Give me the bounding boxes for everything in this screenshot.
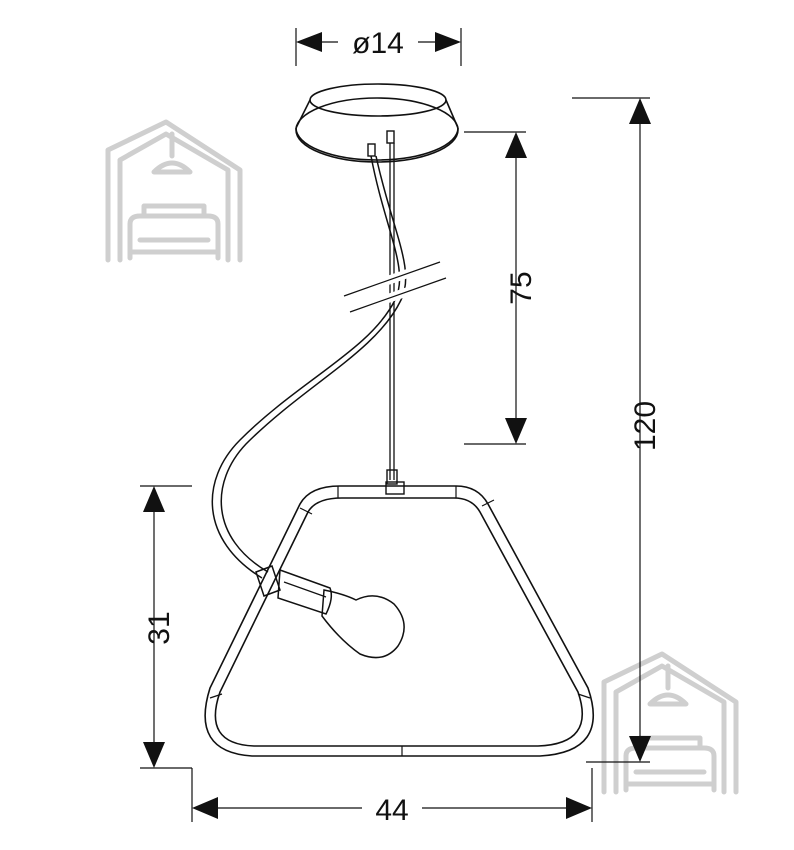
lamp-socket [255, 565, 333, 615]
trapezoid-shade-frame [204, 481, 594, 757]
canopy-diameter-dimension: ø14 [295, 27, 462, 66]
ceiling-canopy [295, 83, 459, 163]
house-lamp-sofa-icon [108, 122, 240, 260]
cable-length-label: 75 [505, 271, 538, 304]
total-height-label: 120 [629, 401, 662, 451]
canopy-diameter-label: ø14 [352, 27, 404, 60]
shade-height-dimension: 31 [140, 485, 192, 769]
shade-width-dimension: 44 [191, 768, 593, 827]
light-bulb [321, 589, 405, 659]
shade-width-label: 44 [375, 794, 408, 827]
total-height-dimension: 120 [572, 97, 662, 763]
suspension-cables [211, 143, 448, 579]
cable-length-dimension: 75 [464, 131, 538, 445]
shade-height-label: 31 [143, 611, 176, 644]
house-lamp-sofa-icon [604, 654, 736, 792]
